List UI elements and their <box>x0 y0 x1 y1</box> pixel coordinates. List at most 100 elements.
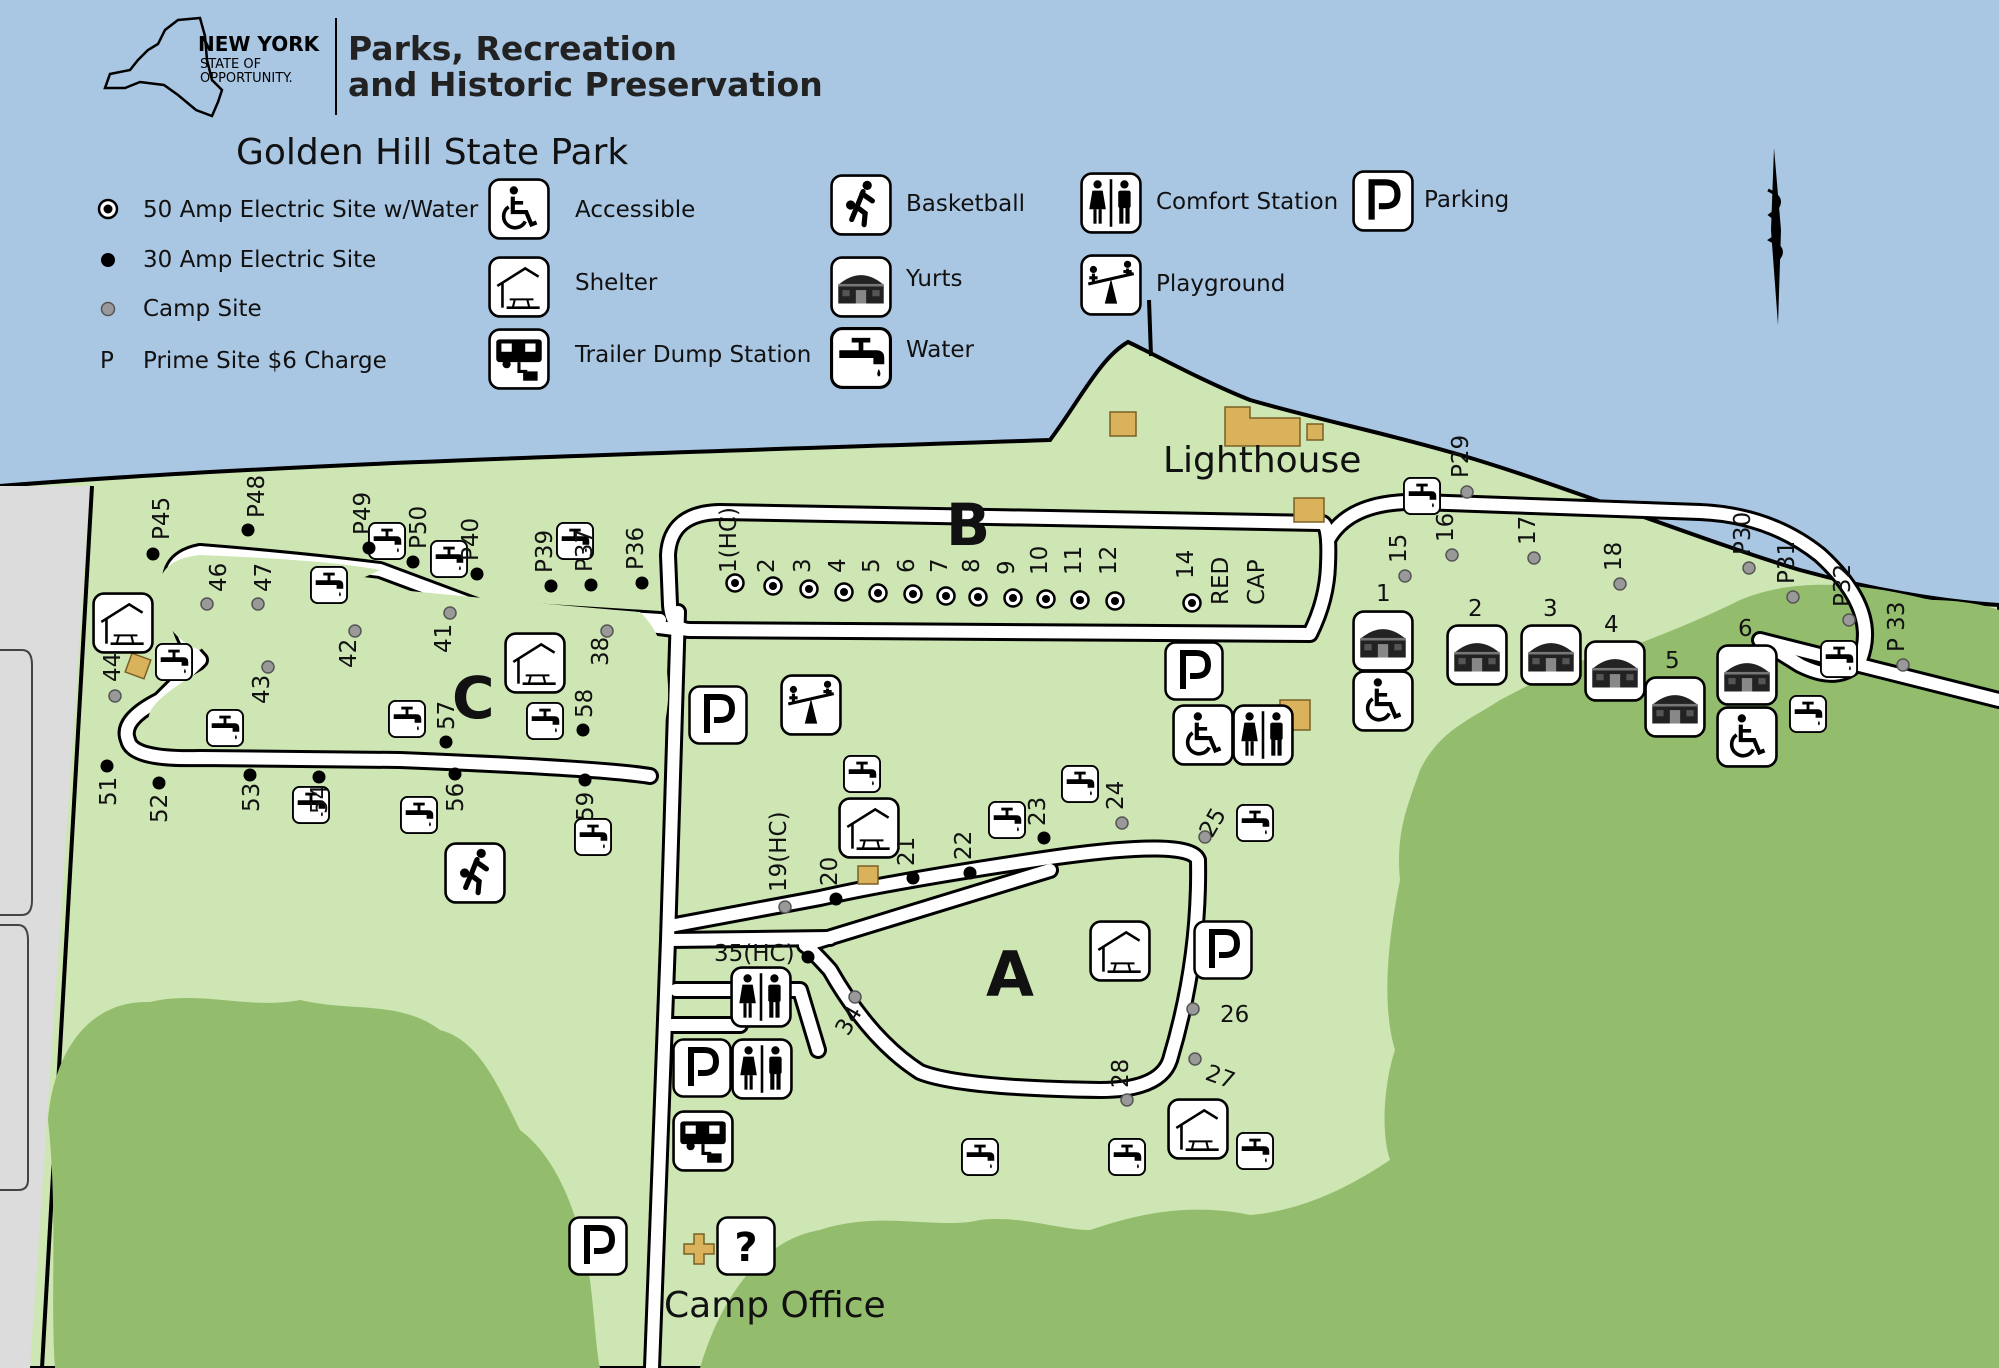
restroom-icon[interactable] <box>731 1038 793 1100</box>
accessible-icon[interactable] <box>1354 672 1413 731</box>
restroom-icon[interactable] <box>1232 704 1294 766</box>
campsite-2[interactable]: 2 <box>754 558 783 596</box>
campsite-46[interactable]: 46 <box>200 563 232 611</box>
basketball-icon[interactable] <box>446 844 505 903</box>
water-icon[interactable] <box>988 801 1026 839</box>
campsite-p30[interactable]: P30 <box>1730 512 1756 575</box>
campsite-51[interactable]: 51 <box>96 759 122 807</box>
campsite-53[interactable]: 53 <box>239 768 265 813</box>
water-icon[interactable] <box>843 755 881 793</box>
campsite-p45[interactable]: P45 <box>146 497 176 561</box>
campsite-52[interactable]: 52 <box>147 776 173 824</box>
campsite-57[interactable]: 57 <box>434 701 460 749</box>
campsite-44[interactable]: 44 <box>100 653 126 703</box>
campsite-p29[interactable]: P29 <box>1448 435 1474 499</box>
campsite-5[interactable]: 5 <box>859 558 888 603</box>
campsite-9[interactable]: 9 <box>994 560 1023 608</box>
campsite-20[interactable]: 20 <box>817 857 843 906</box>
campsite-41[interactable]: 41 <box>431 606 457 653</box>
campsite-6[interactable]: 6 <box>894 558 923 604</box>
trailer-dump-icon[interactable] <box>672 1110 734 1172</box>
playground-icon[interactable] <box>780 674 842 736</box>
campsite-16[interactable]: 16 <box>1433 513 1459 562</box>
campsite-p32[interactable]: P32 <box>1830 564 1856 627</box>
yurt-6[interactable]: 6 <box>1716 616 1778 706</box>
campsite-24[interactable]: 24 <box>1103 781 1129 830</box>
campsite-17[interactable]: 17 <box>1515 516 1541 565</box>
parking-icon[interactable] <box>1195 922 1252 979</box>
water-icon[interactable] <box>400 796 438 834</box>
campsite-p39[interactable]: P39 <box>532 530 558 593</box>
campsite-3[interactable]: 3 <box>790 558 819 599</box>
parking-icon[interactable] <box>570 1218 627 1275</box>
campsite-47[interactable]: 47 <box>251 563 277 611</box>
water-icon[interactable] <box>1236 804 1274 842</box>
campsite-1hc[interactable]: 1(HC) <box>716 507 745 593</box>
campsite-p49[interactable]: P49 <box>350 492 376 555</box>
campsite-23[interactable]: 23 <box>1025 797 1051 845</box>
accessible-icon[interactable] <box>1718 708 1777 767</box>
campsite-12[interactable]: 12 <box>1096 546 1125 611</box>
water-icon[interactable] <box>1061 765 1099 803</box>
campsite-54[interactable]: 54 <box>307 770 333 815</box>
accessible-icon[interactable] <box>1174 706 1233 765</box>
campsite-8[interactable]: 8 <box>959 558 988 607</box>
shelter-icon[interactable] <box>504 632 566 694</box>
water-icon[interactable] <box>1108 1138 1146 1176</box>
water-icon[interactable] <box>206 709 244 747</box>
campsite-21[interactable]: 21 <box>894 837 920 885</box>
parking-icon[interactable] <box>674 1040 731 1097</box>
shelter-icon[interactable] <box>92 592 154 654</box>
campsite-43[interactable]: 43 <box>249 660 275 704</box>
campsite-56[interactable]: 56 <box>443 767 469 813</box>
campsite-p31[interactable]: P31 <box>1774 541 1800 604</box>
campsite-10[interactable]: 10 <box>1027 546 1056 609</box>
campsite-4[interactable]: 4 <box>825 558 854 602</box>
campsite-38[interactable]: 38 <box>588 624 614 666</box>
water-icon[interactable] <box>1403 477 1441 515</box>
campsite-26[interactable]: 26 <box>1186 1002 1249 1028</box>
campsite-22[interactable]: 22 <box>951 831 977 880</box>
site-marker-30amp <box>243 768 257 782</box>
campsite-p33[interactable]: P 33 <box>1884 602 1910 672</box>
campsite-p48[interactable]: P48 <box>241 475 271 537</box>
yurt-5[interactable]: 5 <box>1644 648 1706 738</box>
campsite-15[interactable]: 15 <box>1386 534 1412 583</box>
restroom-icon[interactable] <box>730 966 792 1028</box>
information-icon[interactable] <box>716 1216 776 1276</box>
yurt-number: 2 <box>1468 596 1483 622</box>
campsite-28[interactable]: 28 <box>1108 1059 1134 1107</box>
parking-icon[interactable] <box>690 687 747 744</box>
campsite-58[interactable]: 58 <box>572 689 598 737</box>
shelter-icon[interactable] <box>1089 920 1151 982</box>
campsite-59[interactable]: 59 <box>573 773 599 822</box>
campsite-p36[interactable]: P36 <box>623 527 649 590</box>
water-icon[interactable] <box>310 566 348 604</box>
yurt-2[interactable]: 2 <box>1446 596 1508 686</box>
campsite-42[interactable]: 42 <box>336 624 362 668</box>
campsite-18[interactable]: 18 <box>1601 542 1627 591</box>
campsite-19hc[interactable]: 19(HC) <box>766 811 792 914</box>
shelter-icon[interactable] <box>1167 1098 1229 1160</box>
yurt-3[interactable]: 3 <box>1520 596 1582 686</box>
campsite-p50[interactable]: P50 <box>406 506 432 569</box>
water-icon[interactable] <box>1236 1132 1274 1170</box>
water-icon[interactable] <box>961 1138 999 1176</box>
water-icon[interactable] <box>1789 695 1827 733</box>
yurt-4[interactable]: 4 <box>1584 612 1646 702</box>
campsite-7[interactable]: 7 <box>927 558 956 606</box>
campsite-p40[interactable]: P40 <box>458 518 484 581</box>
campsite-p37[interactable]: P37 <box>572 529 598 592</box>
parking-icon[interactable] <box>1166 643 1223 700</box>
campsite-11[interactable]: 11 <box>1061 546 1090 610</box>
campsite-14[interactable]: 14 <box>1173 550 1202 613</box>
site-marker-camp <box>848 990 862 1004</box>
water-icon[interactable] <box>155 643 193 681</box>
water-icon[interactable] <box>574 818 612 856</box>
campsite-35hc[interactable]: 35(HC) <box>714 941 815 967</box>
water-icon[interactable] <box>388 700 426 738</box>
shelter-icon[interactable] <box>838 797 900 859</box>
yurt-1[interactable]: 1 <box>1352 581 1414 672</box>
water-icon[interactable] <box>526 702 564 740</box>
water-icon[interactable] <box>1820 640 1858 678</box>
